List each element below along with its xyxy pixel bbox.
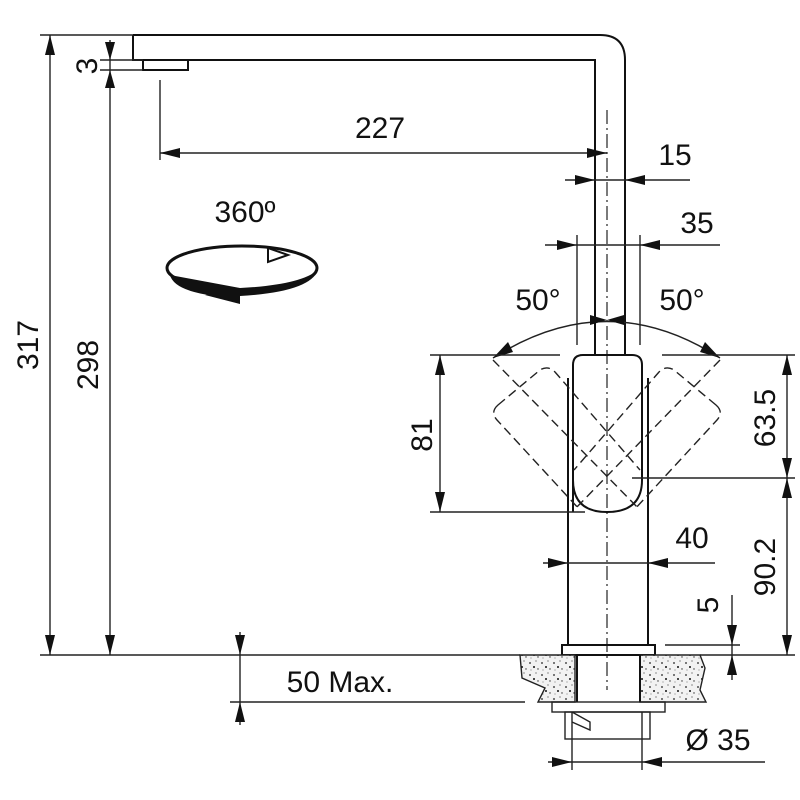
dim-5: 5 bbox=[692, 597, 725, 614]
dim-50-max: 50 Max. bbox=[287, 666, 394, 699]
dim-298: 298 bbox=[72, 340, 105, 390]
spout bbox=[132, 34, 626, 355]
rotation-360-icon bbox=[165, 244, 319, 304]
dimension-lines bbox=[40, 34, 795, 770]
dim-227: 227 bbox=[355, 112, 405, 145]
dim-81: 81 bbox=[406, 418, 439, 451]
dim-diameter-35: Ø 35 bbox=[685, 724, 750, 757]
dim-3: 3 bbox=[71, 58, 104, 75]
dim-317: 317 bbox=[12, 320, 45, 370]
angle-left: 50° bbox=[515, 284, 560, 317]
angle-right: 50° bbox=[659, 284, 704, 317]
lever-tilted-positions bbox=[492, 359, 721, 511]
dim-90-2: 90.2 bbox=[749, 538, 782, 596]
dim-63-5: 63.5 bbox=[749, 389, 782, 447]
rotation-label: 360º bbox=[214, 196, 275, 229]
countertop bbox=[519, 654, 708, 740]
dim-35: 35 bbox=[680, 207, 713, 240]
dim-15: 15 bbox=[658, 139, 691, 172]
dim-40: 40 bbox=[675, 522, 708, 555]
